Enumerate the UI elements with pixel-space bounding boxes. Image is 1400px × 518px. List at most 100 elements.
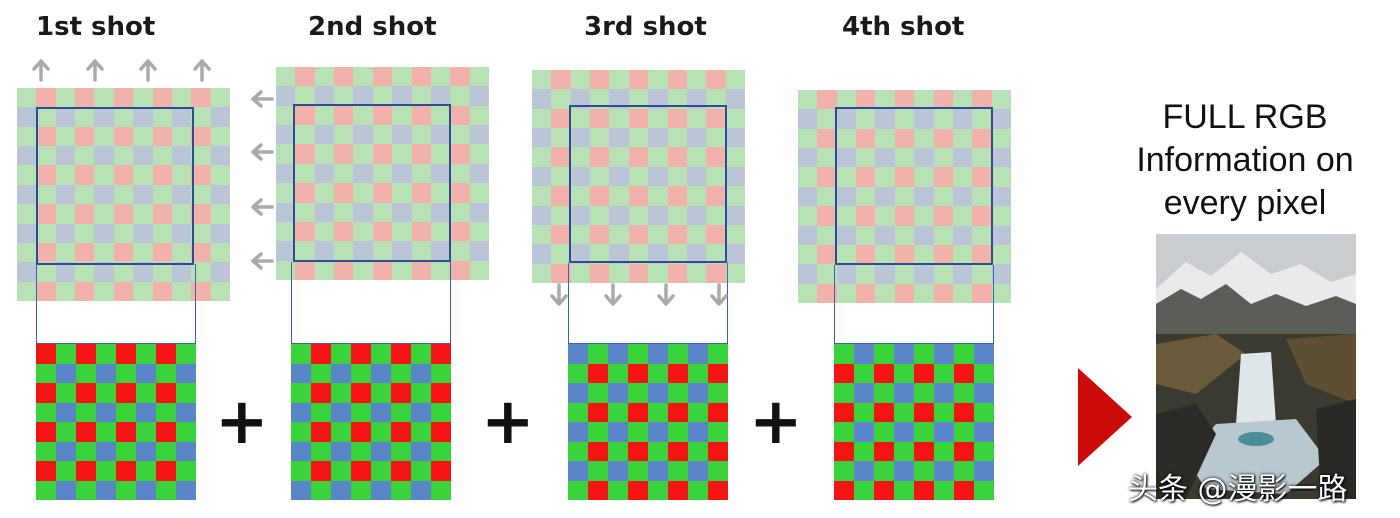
pixel-cell — [113, 242, 134, 263]
pixel-cell — [688, 344, 708, 364]
pixel-cell — [55, 88, 76, 108]
pixel-cell — [934, 383, 954, 403]
pixel-cell — [36, 422, 56, 442]
pixel-cell — [836, 206, 857, 226]
pixel-cell — [431, 422, 451, 442]
pixel-cell — [914, 264, 934, 284]
pixel-cell — [156, 363, 176, 383]
pixel-cell — [568, 441, 588, 461]
pixel-cell — [96, 422, 116, 442]
pixel-cell — [75, 281, 95, 301]
shot-title-2: 2nd shot — [308, 12, 437, 42]
pixel-cell — [836, 264, 857, 284]
pixel-cell — [609, 166, 629, 187]
pixel-cell — [532, 166, 552, 187]
pixel-cell — [706, 205, 726, 225]
pixel-cell — [570, 166, 591, 187]
pixel-cell — [94, 165, 114, 185]
pixel-cell — [686, 108, 707, 129]
pixel-cell — [276, 260, 296, 280]
pixel-cell — [276, 125, 296, 145]
pixel-cell — [551, 244, 571, 264]
pixel-cell — [56, 422, 76, 442]
pixel-cell — [894, 90, 915, 110]
pixel-cell — [972, 109, 992, 129]
pixel-cell — [974, 363, 994, 383]
pixel-cell — [856, 90, 876, 110]
pixel-cell — [331, 402, 351, 422]
pixel-cell — [568, 422, 588, 442]
pixel-cell — [628, 89, 649, 109]
pixel-cell — [372, 260, 393, 280]
pixel-cell — [156, 441, 176, 461]
pixel-cell — [725, 244, 745, 264]
pixel-cell — [334, 105, 354, 126]
pixel-cell — [431, 402, 451, 422]
pixel-cell — [392, 67, 412, 87]
pixel-cell — [353, 183, 373, 203]
pixel-cell — [532, 70, 552, 90]
pixel-cell — [894, 461, 914, 481]
pixel-cell — [725, 224, 745, 245]
down-arrow-icon — [550, 283, 568, 306]
pixel-cell — [56, 402, 76, 422]
pixel-cell — [991, 90, 1011, 110]
pixel-cell — [353, 221, 373, 242]
shot-title-4: 4th shot — [842, 12, 965, 42]
pixel-cell — [706, 224, 726, 245]
pixel-cell — [628, 128, 649, 148]
pixel-cell — [894, 422, 914, 442]
pixel-cell — [933, 264, 953, 284]
pixel-cell — [334, 163, 354, 184]
pixel-cell — [628, 402, 648, 422]
pixel-cell — [608, 480, 628, 500]
pixel-cell — [686, 244, 707, 264]
pixel-cell — [152, 262, 172, 282]
pixel-cell — [392, 260, 412, 280]
pixel-cell — [311, 480, 331, 500]
pixel-cell — [36, 107, 56, 127]
pixel-cell — [588, 363, 608, 383]
pixel-cell — [331, 480, 351, 500]
pixel-cell — [551, 263, 571, 283]
pixel-cell — [551, 186, 571, 206]
pixel-cell — [568, 480, 588, 500]
pixel-cell — [798, 148, 818, 168]
pixel-cell — [974, 422, 994, 442]
pixel-cell — [94, 242, 114, 263]
pixel-cell — [411, 202, 431, 222]
pixel-cell — [608, 344, 628, 364]
pixel-cell — [75, 146, 95, 166]
pixel-cell — [94, 204, 114, 224]
pixel-cell — [351, 383, 371, 403]
pixel-cell — [668, 363, 688, 383]
pixel-cell — [75, 107, 95, 127]
pixel-cell — [894, 383, 914, 403]
pixel-cell — [609, 186, 629, 206]
pixel-cell — [894, 402, 914, 422]
pixel-cell — [372, 144, 393, 164]
pixel-cell — [36, 126, 56, 147]
pixel-cell — [914, 480, 934, 500]
pixel-cell — [156, 344, 176, 364]
pixel-cell — [551, 89, 571, 109]
pixel-cell — [856, 167, 876, 187]
pixel-cell — [725, 186, 745, 206]
pixel-cell — [725, 166, 745, 187]
pixel-cell — [469, 202, 489, 222]
pixel-cell — [972, 167, 992, 187]
pixel-cell — [570, 128, 591, 148]
pixel-cell — [798, 128, 818, 149]
pixel-cell — [667, 108, 687, 129]
pixel-cell — [136, 441, 156, 461]
pixel-cell — [94, 223, 114, 243]
pixel-cell — [469, 125, 489, 145]
pixel-cell — [392, 241, 412, 261]
plus-sign-1: + — [215, 385, 269, 459]
pixel-cell — [914, 402, 934, 422]
pixel-cell — [334, 183, 354, 203]
pixel-cell — [590, 147, 610, 167]
pixel-cell — [668, 422, 688, 442]
pixel-cell — [76, 441, 96, 461]
pixel-cell — [276, 105, 296, 126]
